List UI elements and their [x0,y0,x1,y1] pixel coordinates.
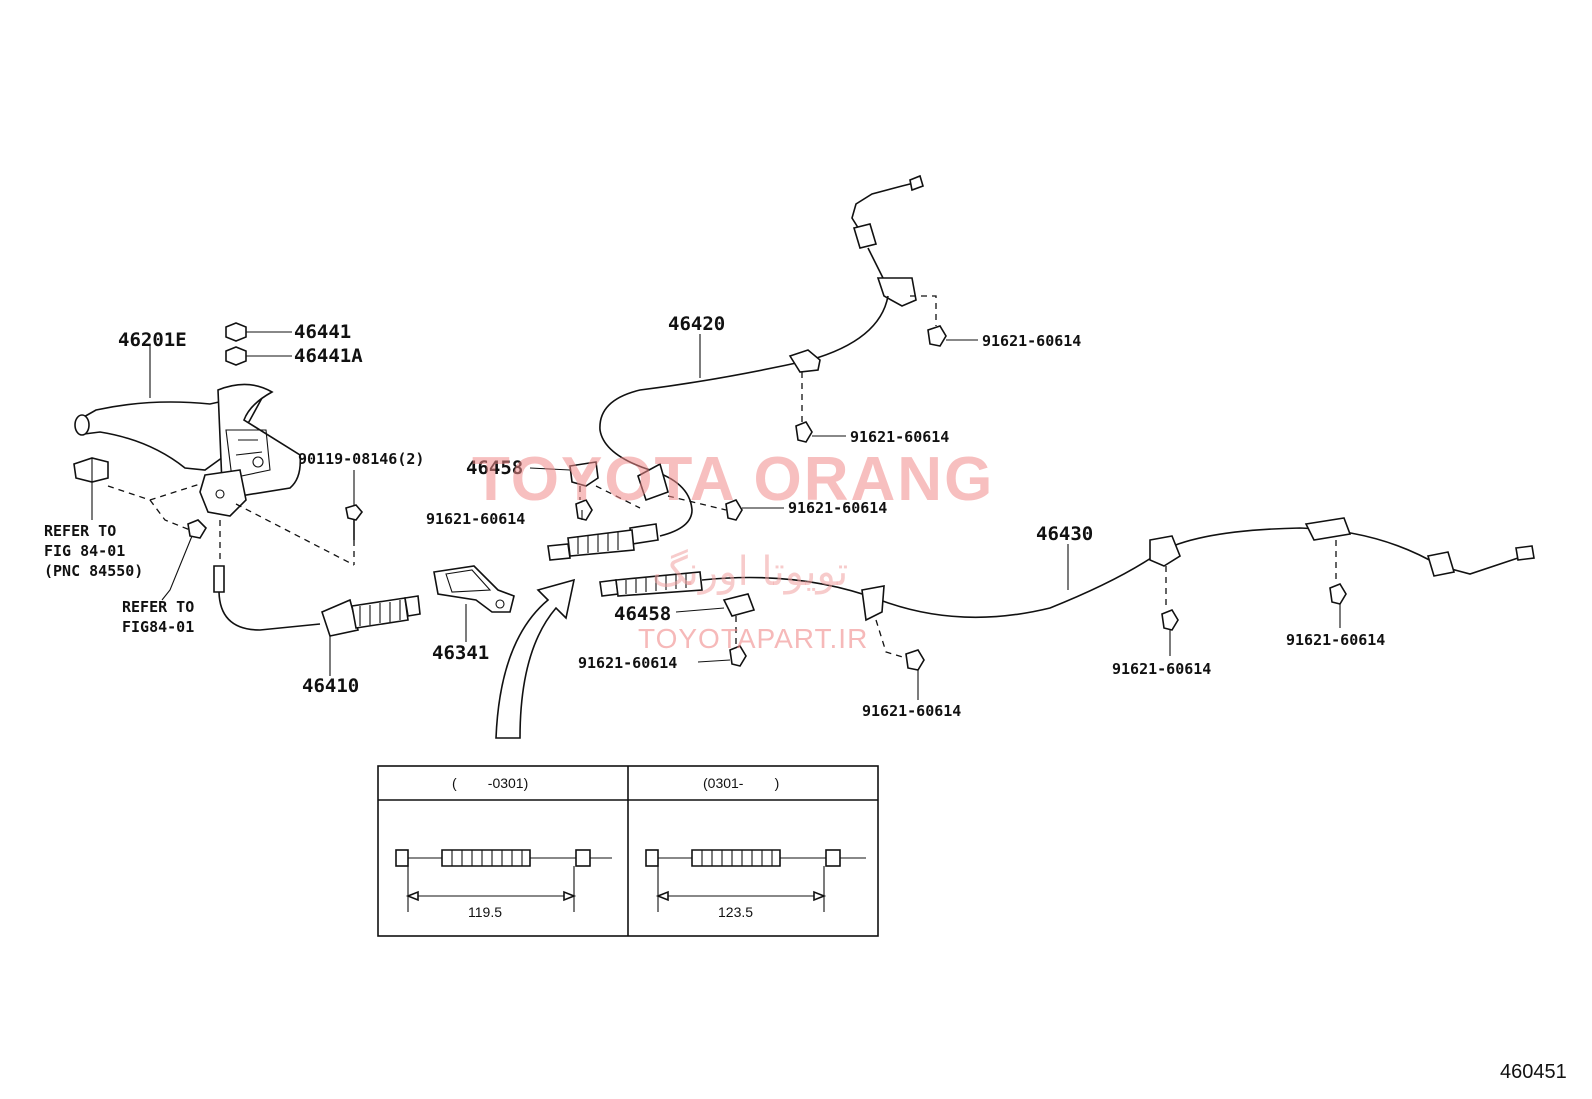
watermark-url: TOYOTAPART.IR [638,623,868,654]
variant-left-cable: 119.5 [395,849,612,920]
left-rear-cable-46420 [547,174,947,561]
label-refer1-line2: FIG 84-01 [44,542,125,560]
label-bolt-f: 91621-60614 [862,702,961,720]
label-46420: 46420 [668,313,725,335]
label-bolt-g: 91621-60614 [1112,660,1211,678]
label-refer2-line1: REFER TO [122,598,194,616]
label-bolt-h: 91621-60614 [1286,631,1385,649]
part-labels: 46201E 46441 46441A 90119-08146(2) REFER… [44,313,1385,720]
label-refer1-line1: REFER TO [44,522,116,540]
label-bolt-c: 91621-60614 [426,510,525,528]
variant-table: ( -0301) (0301- ) 119.5 [377,765,879,937]
label-refer1-line3: (PNC 84550) [44,562,143,580]
equalizer-46341 [433,565,515,613]
variant-right-header: (0301- ) [703,775,779,791]
variant-left-header: ( -0301) [452,775,528,791]
label-46441: 46441 [294,321,351,343]
label-46430: 46430 [1036,523,1093,545]
label-46341: 46341 [432,642,489,664]
variant-left-dimension: 119.5 [468,904,502,920]
detail-arrow [495,578,576,739]
label-bolt-b: 91621-60614 [850,428,949,446]
watermark-title: TOYOTA ORANG [472,445,994,514]
parking-brake-lever-assembly [73,322,364,566]
label-46201e: 46201E [118,329,187,351]
label-46458-b: 46458 [614,603,671,625]
watermark: TOYOTA ORANG تویوتا اورنگ TOYOTAPART.IR [472,445,994,654]
leader-lines [91,331,1341,700]
figure-code: 460451 [1500,1061,1567,1083]
variant-right-dimension: 123.5 [718,904,753,920]
label-46410: 46410 [302,675,359,697]
label-90119: 90119-08146(2) [298,450,424,468]
label-46441a: 46441A [294,345,363,367]
label-refer2-line2: FIG84-01 [122,618,194,636]
label-bolt-d: 91621-60614 [788,499,887,517]
label-46458-a: 46458 [466,457,523,479]
label-bolt-e: 91621-60614 [578,654,677,672]
variant-right-cable: 123.5 [645,849,866,920]
right-rear-cable-46430 [599,517,1535,671]
front-cable-46410 [213,565,421,637]
label-bolt-a: 91621-60614 [982,332,1081,350]
watermark-persian: تویوتا اورنگ [652,549,848,595]
